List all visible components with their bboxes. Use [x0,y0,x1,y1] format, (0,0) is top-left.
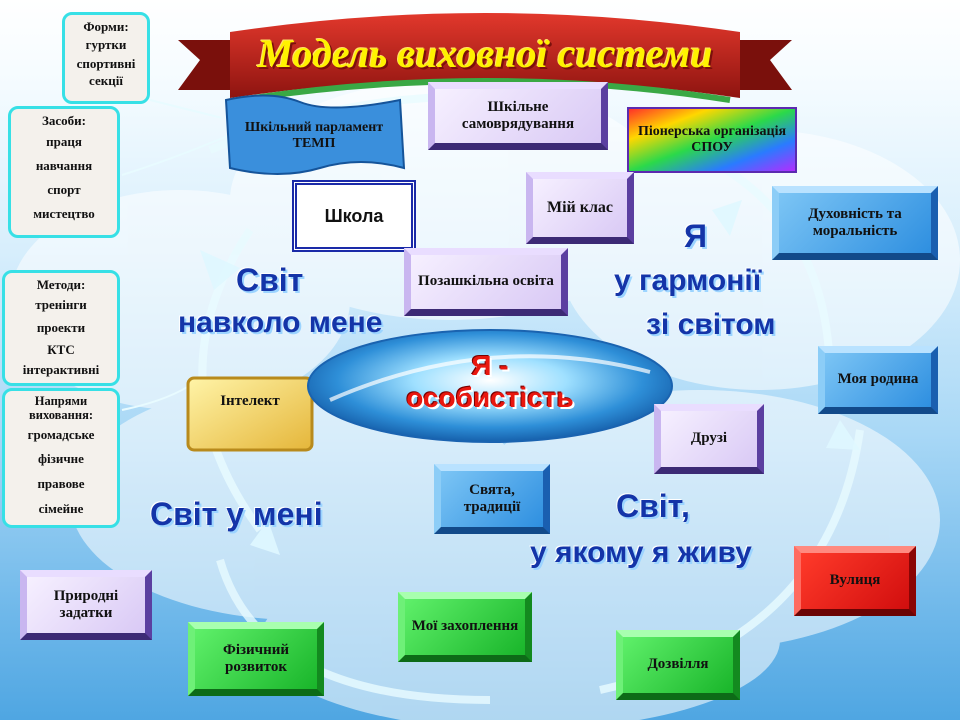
node-out-of-school: Позашкільна освіта [404,248,568,316]
node-intellect: Інтелект [188,378,312,426]
node-natural-abilities: Природні задатки [20,570,152,640]
methods-item: інтерактивні [5,362,117,379]
node-my-family: Моя родина [818,346,938,414]
forms-item: гуртки [65,36,147,55]
page-title: Модель виховної системи [250,30,720,77]
label-harmony-3: зі світом [646,308,775,342]
node-self-government: Шкільне самоврядування [428,82,608,150]
node-school-parliament: Шкільний парламент ТЕМП [232,110,396,162]
node-pioneer-organization: Піонерська організація СПОУ [628,110,796,170]
node-friends: Друзі [654,404,764,474]
directions-panel: Напрями виховання: громадське фізичне пр… [2,388,120,528]
center-personality: Я - особистість [330,350,650,414]
node-spirituality: Духовність та моральність [772,186,938,260]
node-school: Школа [292,180,416,252]
node-leisure: Дозвілля [616,630,740,700]
methods-item: проекти [5,317,117,340]
methods-item: КТС [5,339,117,362]
methods-panel: Методи: тренінги проекти КТС інтерактивн… [2,270,120,386]
directions-item: правове [5,472,117,497]
forms-heading: Форми: [65,19,147,36]
node-street: Вулиця [794,546,916,616]
means-item: праця [11,130,117,154]
methods-item: тренінги [5,294,117,317]
methods-heading: Методи: [5,277,117,294]
means-panel: Засоби: праця навчання спорт мистецтво [8,106,120,238]
node-hobbies: Мої захоплення [398,592,532,662]
label-world-around-1: Світ [236,262,303,299]
means-item: мистецтво [11,202,117,226]
node-holidays: Свята, традиції [434,464,550,534]
node-my-class: Мій клас [526,172,634,244]
label-world-we-live-1: Світ, [616,488,690,525]
forms-panel: Форми: гуртки спортивні секції [62,12,150,104]
directions-item: громадське [5,423,117,448]
means-item: спорт [11,178,117,202]
label-world-we-live-2: у якому я живу [530,536,752,570]
directions-item: сімейне [5,497,117,522]
means-heading: Засоби: [11,113,117,130]
label-world-in-me: Світ у мені [150,496,323,533]
label-world-around-2: навколо мене [178,306,382,340]
means-item: навчання [11,154,117,178]
center-line-1: Я - [330,350,650,382]
node-physical-development: Фізичний розвиток [188,622,324,696]
directions-item: фізичне [5,447,117,472]
forms-item: спортивні [65,55,147,74]
label-harmony-2: у гармонії [614,264,761,298]
center-line-2: особистість [330,382,650,414]
label-harmony-1: Я [684,218,707,255]
forms-item: секції [65,74,147,88]
directions-heading: Напрями виховання: [5,395,117,423]
